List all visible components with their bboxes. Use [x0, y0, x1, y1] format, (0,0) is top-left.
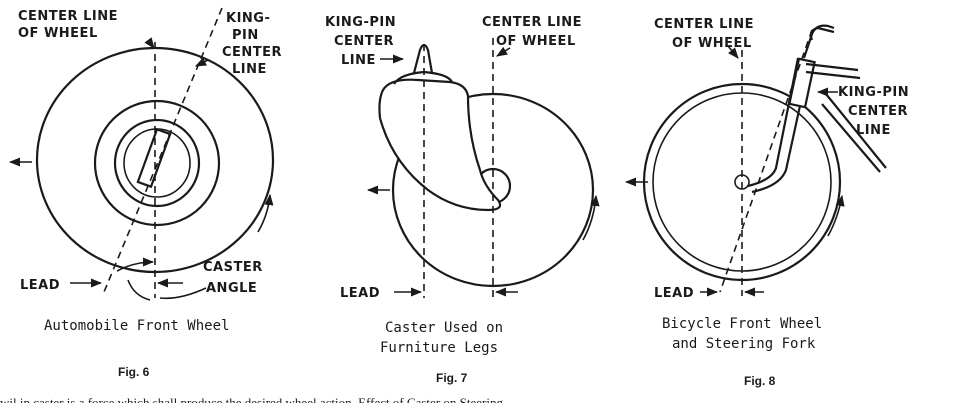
lead-label: LEAD: [654, 286, 694, 301]
rotation-arrow: [827, 194, 845, 237]
kingpin-center-line: [103, 7, 223, 293]
kingpin-label: KING-PIN CENTER LINE: [325, 15, 401, 68]
center-line-label: CENTER LINE OF WHEEL: [18, 9, 123, 41]
lead-label: LEAD: [340, 286, 380, 301]
figure-caption: Automobile Front Wheel: [44, 318, 229, 334]
kingpin-center-line: [719, 29, 813, 293]
steering-fork: [747, 24, 887, 194]
figure-number: Fig. 8: [744, 374, 776, 388]
kingpin-block: [136, 127, 172, 189]
figure-7: KING-PIN CENTER LINE CENTER LINE OF WHEE…: [325, 15, 600, 385]
caster-fork: [378, 43, 502, 212]
kingpin-label: KING- PIN CENTER LINE: [222, 11, 287, 77]
caster-angle-pointer: [159, 287, 207, 300]
figure-8: CENTER LINE OF WHEEL KING-PIN CENTER LIN…: [624, 17, 914, 388]
caster-angle-label: CASTER ANGLE: [203, 260, 268, 296]
figure-number: Fig. 6: [118, 365, 150, 379]
caster-angle-arc: [116, 257, 155, 272]
figure-caption: Bicycle Front Wheel and Steering Fork: [662, 316, 831, 352]
figure-caption: Caster Used on Furniture Legs: [380, 320, 511, 356]
rotation-arrow: [582, 194, 600, 241]
lead-label: LEAD: [20, 278, 60, 293]
rotation-arrow: [257, 193, 274, 233]
kingpin-label: KING-PIN CENTER LINE: [838, 85, 914, 138]
auto-wheel-rim: [93, 99, 221, 227]
center-line-label: CENTER LINE OF WHEEL: [482, 15, 587, 49]
kingpin-pointer: [194, 57, 209, 67]
center-line-pointer: [727, 45, 739, 59]
caster-angle-brace: [127, 279, 151, 301]
figure-6: CENTER LINE OF WHEEL KING- PIN CENTER LI…: [8, 7, 287, 379]
center-line-pointer: [144, 37, 155, 49]
cut-off-footer-text: wil in caster is a force which shall pro…: [0, 395, 503, 403]
center-line-label: CENTER LINE OF WHEEL: [654, 17, 759, 51]
center-line-pointer: [496, 46, 511, 57]
figure-number: Fig. 7: [436, 371, 468, 385]
